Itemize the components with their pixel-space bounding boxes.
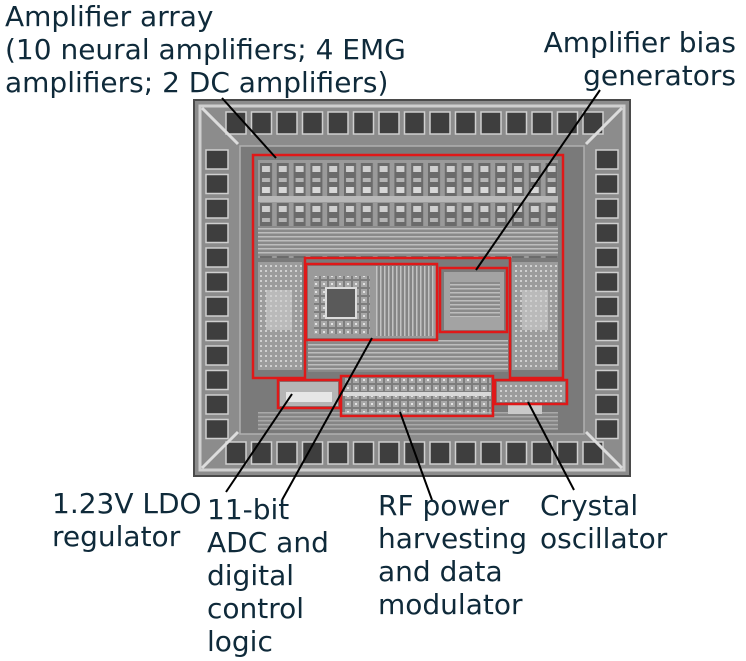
label-adc-digital-logic: 11-bit ADC and digital control logic xyxy=(207,493,329,658)
bond-pad xyxy=(596,371,618,390)
lower-area-texture xyxy=(258,412,558,430)
adc-core xyxy=(326,288,356,318)
crystal-block-texture xyxy=(497,382,565,402)
label-line: Amplifier bias xyxy=(544,26,736,59)
bond-pad xyxy=(226,112,246,134)
bond-pad xyxy=(596,248,618,267)
label-line: RF power xyxy=(378,489,527,522)
bond-pad xyxy=(354,112,374,134)
bond-pad xyxy=(596,199,618,218)
bond-pad xyxy=(354,442,374,464)
label-line: harvesting xyxy=(378,522,527,555)
bond-pad xyxy=(456,112,476,134)
bond-pads-top xyxy=(226,112,603,134)
label-line: generators xyxy=(544,59,736,92)
bond-pad xyxy=(206,395,228,414)
crystal-logo xyxy=(508,404,542,414)
label-rf-power-harvesting: RF power harvesting and data modulator xyxy=(378,489,527,621)
die xyxy=(194,100,630,476)
bond-pad xyxy=(596,395,618,414)
bond-pad xyxy=(206,346,228,365)
bond-pad xyxy=(379,112,399,134)
bond-pad xyxy=(481,112,501,134)
bond-pad xyxy=(206,371,228,390)
label-line: 1.23V LDO xyxy=(52,487,202,520)
bond-pad xyxy=(405,112,425,134)
bond-pad xyxy=(596,420,618,439)
amplifier-bus xyxy=(258,196,558,202)
bond-pad xyxy=(596,346,618,365)
bond-pad xyxy=(596,322,618,341)
bond-pad xyxy=(507,112,527,134)
bond-pad xyxy=(252,112,272,134)
bond-pad xyxy=(430,442,450,464)
bond-pad xyxy=(532,442,552,464)
right-bank-detail xyxy=(522,290,548,330)
label-ldo-regulator: 1.23V LDO regulator xyxy=(52,487,202,553)
bond-pad xyxy=(303,112,323,134)
bias-block-lines xyxy=(450,282,500,318)
bond-pad xyxy=(206,175,228,194)
label-line: oscillator xyxy=(540,522,667,555)
bond-pad xyxy=(206,248,228,267)
bond-pad xyxy=(226,442,246,464)
bond-pad xyxy=(532,112,552,134)
bond-pad xyxy=(596,224,618,243)
bond-pad xyxy=(456,442,476,464)
bond-pad xyxy=(558,112,578,134)
bond-pad xyxy=(596,150,618,169)
bond-pad xyxy=(252,442,272,464)
label-line: ADC and xyxy=(207,526,329,559)
label-amplifier-bias-generators: Amplifier bias generators xyxy=(544,26,736,92)
bond-pad xyxy=(206,273,228,292)
label-line: Crystal xyxy=(540,489,667,522)
bond-pad xyxy=(596,175,618,194)
bond-pad xyxy=(328,442,348,464)
label-line: 11-bit xyxy=(207,493,329,526)
bond-pad xyxy=(206,322,228,341)
label-line: modulator xyxy=(378,588,527,621)
bond-pad xyxy=(558,442,578,464)
amplifier-lower-rows xyxy=(258,226,558,256)
routing-channel xyxy=(308,340,508,372)
label-line: digital xyxy=(207,559,329,592)
label-line: logic xyxy=(207,625,329,658)
label-line: control xyxy=(207,592,329,625)
bond-pad xyxy=(328,112,348,134)
digital-logic-texture xyxy=(376,266,434,336)
rf-block-mid xyxy=(343,392,491,396)
bond-pad xyxy=(507,442,527,464)
ldo-block-core xyxy=(286,392,332,402)
bond-pad xyxy=(277,112,297,134)
bond-pad xyxy=(206,420,228,439)
bond-pad xyxy=(277,442,297,464)
bond-pad xyxy=(206,224,228,243)
label-line: amplifiers; 2 DC amplifiers) xyxy=(5,66,406,99)
bond-pad xyxy=(379,442,399,464)
label-line: regulator xyxy=(52,520,202,553)
bond-pad xyxy=(206,199,228,218)
label-line: and data xyxy=(378,555,527,588)
label-line: (10 neural amplifiers; 4 EMG xyxy=(5,33,406,66)
label-amplifier-array: Amplifier array (10 neural amplifiers; 4… xyxy=(5,0,406,99)
bond-pad xyxy=(206,297,228,316)
bond-pad xyxy=(206,150,228,169)
bond-pad xyxy=(596,273,618,292)
label-crystal-oscillator: Crystal oscillator xyxy=(540,489,667,555)
label-line: Amplifier array xyxy=(5,0,406,33)
bond-pad xyxy=(481,442,501,464)
left-bank-detail xyxy=(266,290,292,330)
bond-pad xyxy=(596,297,618,316)
bond-pad xyxy=(430,112,450,134)
